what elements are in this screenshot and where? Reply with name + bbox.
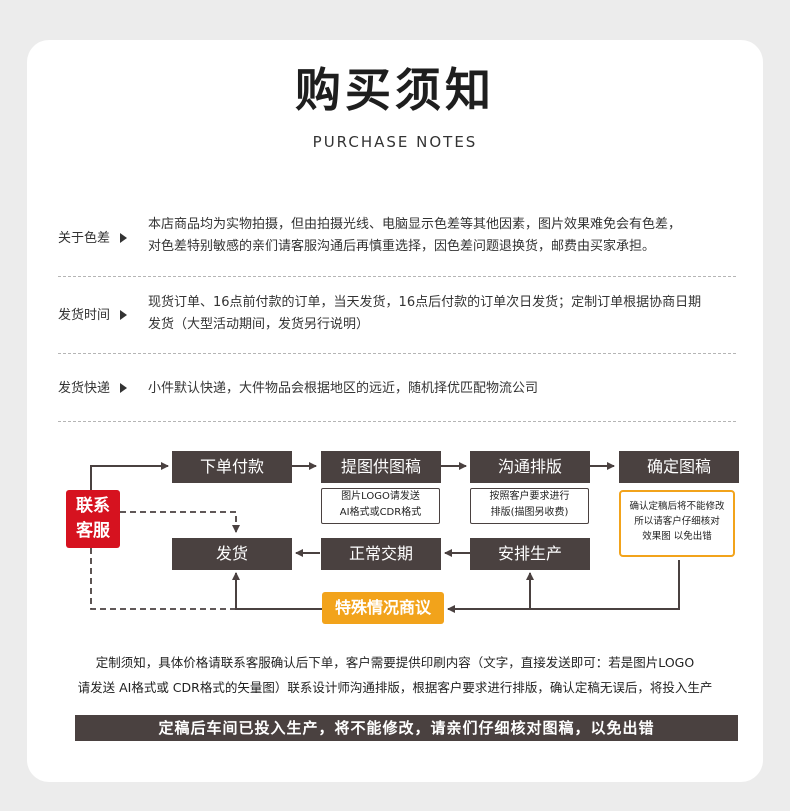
step-normal-delivery: 正常交期 xyxy=(321,538,441,570)
triangle-right-icon xyxy=(120,310,128,320)
section-text-shipping-time: 现货订单、16点前付款的订单，当天发货，16点后付款的订单次日发货；定制订单根据… xyxy=(148,295,702,332)
step-layout: 沟通排版 xyxy=(470,451,590,483)
section-label-shipping-time: 发货时间 xyxy=(58,307,128,325)
step-confirm-artwork: 确定图稿 xyxy=(619,451,739,483)
section-text-color: 本店商品均为实物拍摄，但由拍摄光线、电脑显示色差等其他因素，图片效果难免会有色差… xyxy=(148,217,682,254)
step-production: 安排生产 xyxy=(470,538,590,570)
divider xyxy=(58,353,736,354)
contact-service-badge: 联系客服 xyxy=(66,490,120,548)
triangle-right-icon xyxy=(120,383,128,393)
section-label-color: 关于色差 xyxy=(58,230,128,248)
divider xyxy=(58,276,736,277)
note-logo-format: 图片LOGO请发送 AI格式或CDR格式 xyxy=(321,488,440,524)
contact-text-line: 联系 xyxy=(76,496,110,516)
notice-card xyxy=(27,40,763,782)
custom-notice-line-1: 定制须知，具体价格请联系客服确认后下单，客户需要提供印刷内容（文字，直接发送即可… xyxy=(95,655,695,670)
contact-text-line: 客服 xyxy=(76,521,110,541)
section-text-courier: 小件默认快递，大件物品会根据地区的远近，随机择优匹配物流公司 xyxy=(148,381,539,396)
step-order-pay: 下单付款 xyxy=(172,451,292,483)
warning-banner: 定稿后车间已投入生产，将不能修改，请亲们仔细核对图稿，以免出错 xyxy=(75,715,738,741)
step-ship: 发货 xyxy=(172,538,292,570)
page-subtitle: PURCHASE NOTES xyxy=(312,133,478,151)
note-confirm-warning: 确认定稿后将不能修改 所以请客户仔细核对 效果图 以免出错 xyxy=(619,490,735,557)
step-provide-artwork: 提图供图稿 xyxy=(321,451,441,483)
custom-notice-line-2: 请发送 AI格式或 CDR格式的矢量图）联系设计师沟通排版，根据客户要求进行排版… xyxy=(77,680,713,695)
triangle-right-icon xyxy=(120,233,128,243)
note-layout-request: 按照客户要求进行 排版(描图另收费) xyxy=(470,488,589,524)
special-case-badge: 特殊情况商议 xyxy=(322,592,444,624)
page-title: 购买须知 xyxy=(295,63,495,117)
section-label-courier: 发货快递 xyxy=(58,380,128,398)
divider xyxy=(58,421,736,422)
